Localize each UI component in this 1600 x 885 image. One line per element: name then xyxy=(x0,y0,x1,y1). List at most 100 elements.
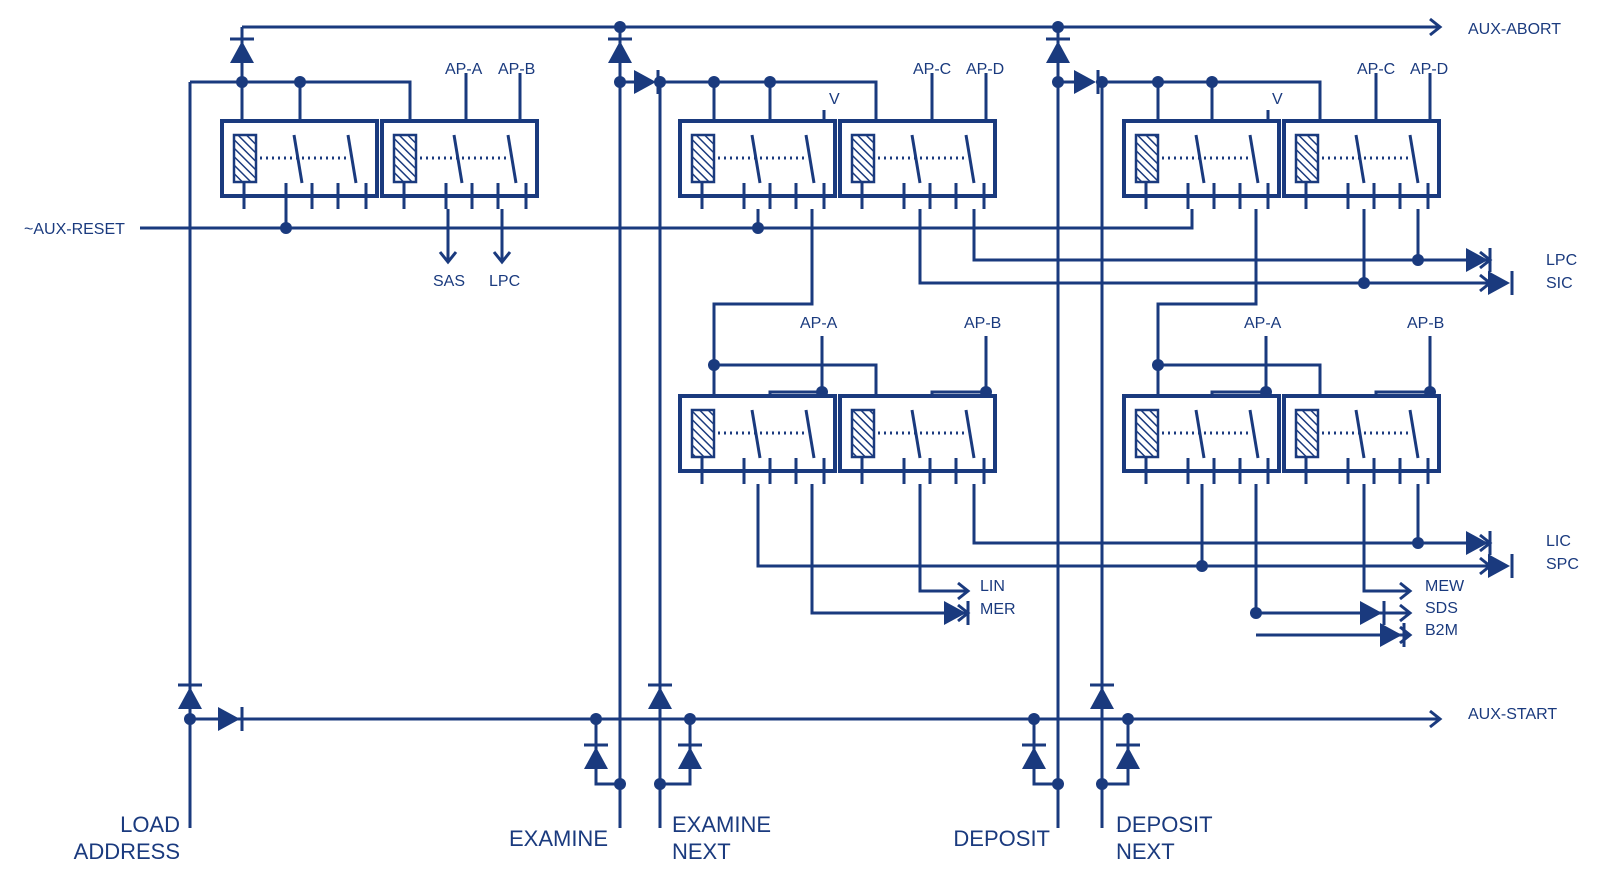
wire xyxy=(1032,719,1058,786)
wire xyxy=(1156,209,1258,396)
aux-reset-label: ~AUX-RESET xyxy=(24,221,125,238)
diode xyxy=(1466,531,1492,555)
spc-label: SPC xyxy=(1546,556,1579,573)
contact-label: AP-D xyxy=(1410,61,1448,78)
contact-label: AP-B xyxy=(1407,315,1444,332)
junction-dot xyxy=(1096,76,1108,88)
diode-triangle xyxy=(178,687,202,709)
junction-dot xyxy=(1152,359,1164,371)
diode xyxy=(1380,623,1406,647)
examine-next-label-2: NEXT xyxy=(672,839,731,864)
diode-triangle xyxy=(230,41,254,63)
wire xyxy=(140,209,1194,230)
contact-label: AP-B xyxy=(964,315,1001,332)
relay xyxy=(678,119,837,209)
deposit-next-label-2: NEXT xyxy=(1116,839,1175,864)
junction-dot xyxy=(1122,713,1134,725)
junction-dot xyxy=(816,386,828,398)
diodes xyxy=(178,37,1514,769)
relay-switch xyxy=(750,134,762,184)
relay-box xyxy=(678,119,837,198)
diode xyxy=(608,37,632,63)
load-address-label-2: ADDRESS xyxy=(74,839,180,864)
sds-label: SDS xyxy=(1425,600,1458,617)
junction-dot xyxy=(684,713,696,725)
relay-switch xyxy=(1248,134,1260,184)
relay xyxy=(1122,394,1281,484)
deposit-label: DEPOSIT xyxy=(953,826,1050,851)
junction-dot xyxy=(294,76,306,88)
junction-dot xyxy=(654,778,666,790)
diode-triangle xyxy=(1022,747,1046,769)
relay-switch xyxy=(1194,134,1206,184)
junction-dot xyxy=(1412,254,1424,266)
diode xyxy=(230,37,254,63)
b2m-label: B2M xyxy=(1425,622,1458,639)
diode-triangle xyxy=(1466,531,1488,555)
relay-coil-icon xyxy=(1294,133,1320,184)
wire xyxy=(492,251,512,265)
relay xyxy=(678,394,837,484)
contact-label: AP-B xyxy=(498,61,535,78)
diode xyxy=(1116,743,1140,769)
relay-switch xyxy=(1248,409,1260,459)
contact-label: AP-A xyxy=(800,315,838,332)
wire xyxy=(1102,719,1130,786)
relay-switch xyxy=(910,134,922,184)
lic-label: LIC xyxy=(1546,533,1571,550)
wire xyxy=(1399,603,1413,623)
junction-dot xyxy=(1424,386,1436,398)
contact-label: V xyxy=(829,91,840,108)
relay-coil-icon xyxy=(1294,408,1320,459)
diode-triangle xyxy=(1380,623,1402,647)
junction-dot xyxy=(1052,76,1064,88)
relay xyxy=(1282,119,1441,209)
wire xyxy=(918,484,968,593)
wires xyxy=(140,17,1493,828)
diode xyxy=(584,743,608,769)
junction-dot xyxy=(752,222,764,234)
diode xyxy=(1466,248,1492,272)
wire xyxy=(660,80,878,121)
relay-switch xyxy=(506,134,518,184)
relay-switch xyxy=(750,409,762,459)
relay-switch xyxy=(292,134,304,184)
relay xyxy=(838,119,997,209)
wire xyxy=(1429,709,1443,729)
relays xyxy=(220,119,1441,484)
diode-triangle xyxy=(1466,248,1488,272)
mer-label: MER xyxy=(980,601,1016,618)
junction-dot xyxy=(1206,76,1218,88)
wire xyxy=(712,209,814,396)
wire xyxy=(660,719,692,786)
relay-coil-icon xyxy=(690,133,716,184)
diode xyxy=(1074,70,1100,94)
junction-dot xyxy=(1028,713,1040,725)
junction-dot xyxy=(1052,778,1064,790)
relay-switch xyxy=(1408,409,1420,459)
junction-dot xyxy=(1152,76,1164,88)
wire xyxy=(972,484,1490,545)
diode xyxy=(1090,683,1114,709)
wire xyxy=(1399,581,1413,601)
junction-dot xyxy=(1260,386,1272,398)
relay-coil-icon xyxy=(232,133,258,184)
diode xyxy=(1488,271,1514,295)
junction-dot xyxy=(980,386,992,398)
diode xyxy=(178,683,202,709)
examine-next-label-1: EXAMINE xyxy=(672,812,771,837)
diode xyxy=(1046,37,1070,63)
relay-switch xyxy=(804,409,816,459)
contact-label: AP-C xyxy=(1357,61,1395,78)
wire xyxy=(756,484,1490,568)
diode xyxy=(678,743,702,769)
sas-label: SAS xyxy=(433,273,465,290)
wire xyxy=(972,209,1490,262)
diode xyxy=(1488,554,1514,578)
junction-dot xyxy=(1358,277,1370,289)
junction-dot xyxy=(1096,778,1108,790)
diode-triangle xyxy=(1074,70,1096,94)
lin-label: LIN xyxy=(980,578,1005,595)
deposit-next-label-1: DEPOSIT xyxy=(1116,812,1213,837)
